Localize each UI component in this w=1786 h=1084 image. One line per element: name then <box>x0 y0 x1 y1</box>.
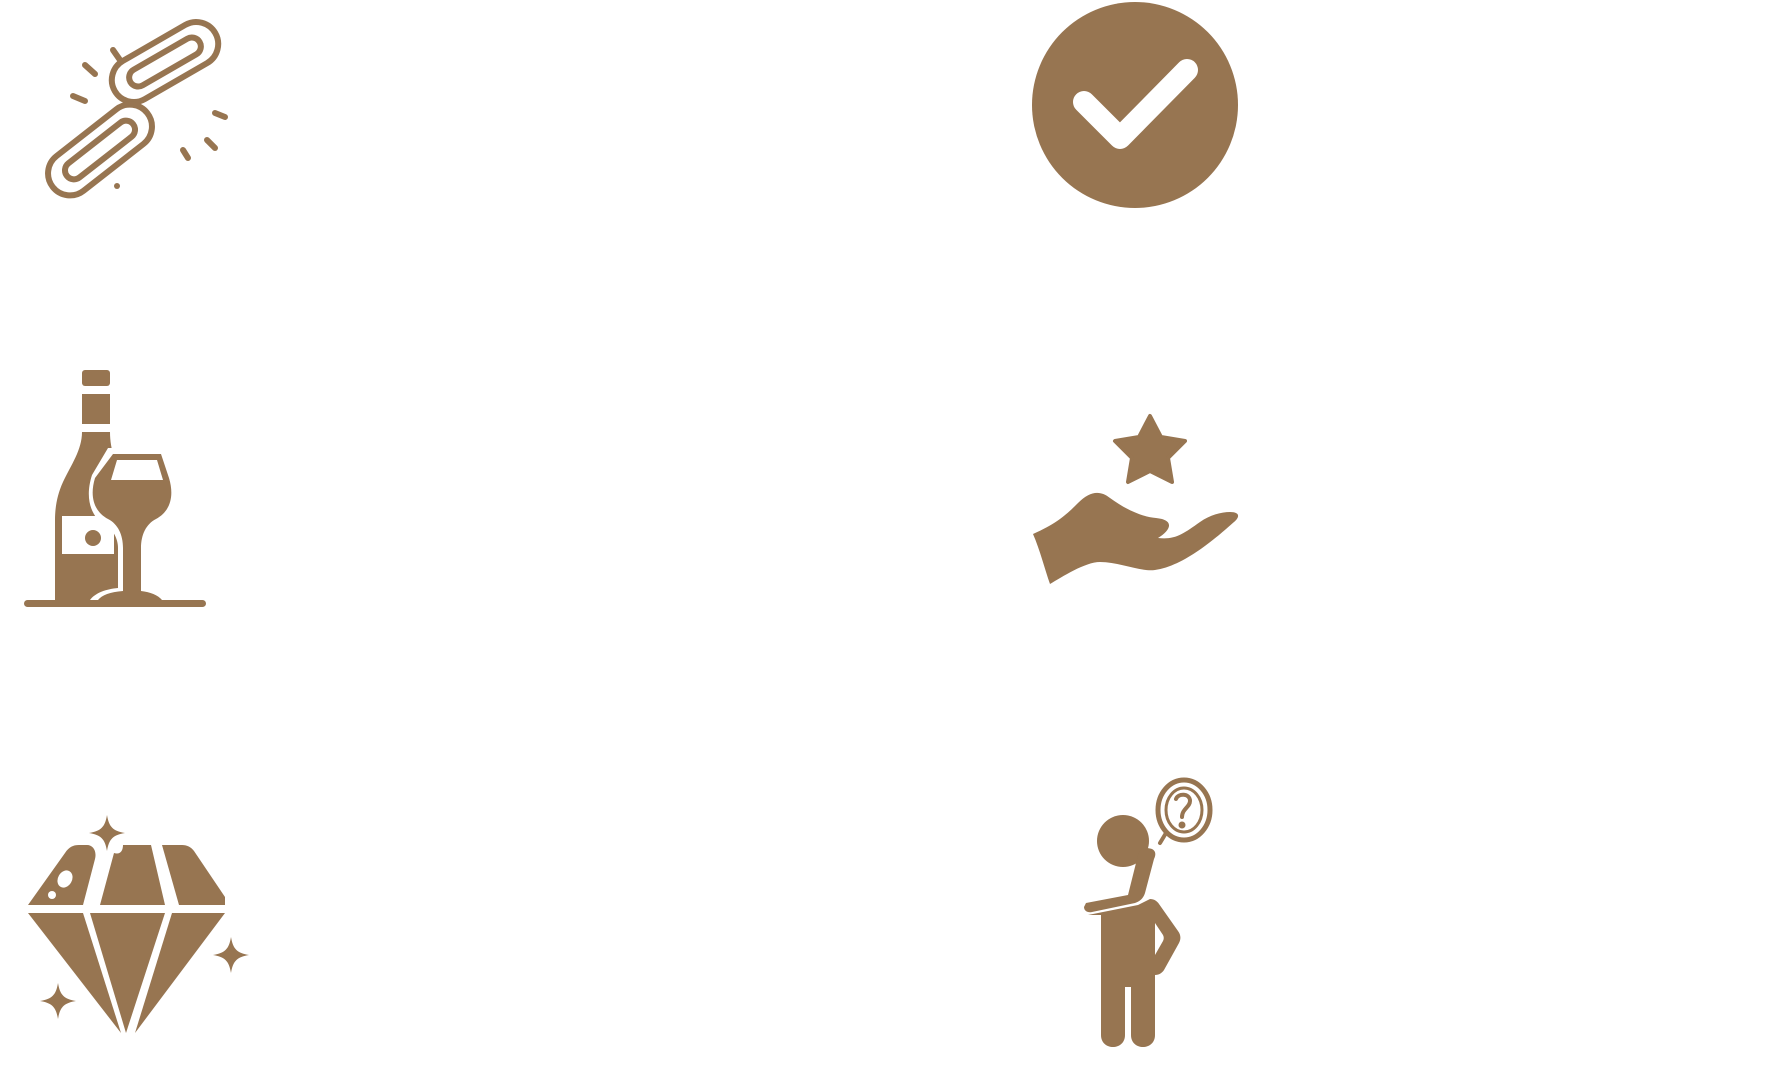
hand-star-icon <box>1030 410 1250 590</box>
diamond-sparkle-icon <box>25 815 265 1040</box>
person-question-icon <box>1080 775 1225 1055</box>
wine-bottle-glass-icon <box>20 370 210 610</box>
broken-chain-link-icon <box>25 10 235 210</box>
check-circle-icon <box>1030 0 1240 210</box>
